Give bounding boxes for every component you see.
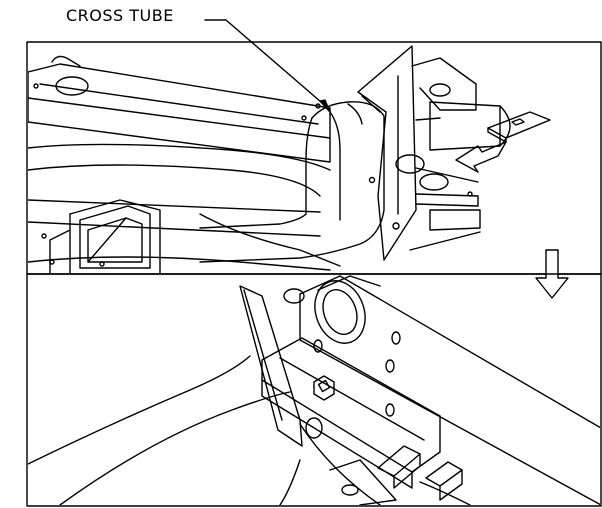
bottom-panel-frame — [26, 273, 602, 507]
receiver-hitch — [49, 199, 161, 273]
top-panel-frame — [26, 41, 602, 275]
right-mount — [395, 57, 511, 251]
cross-tube — [199, 101, 385, 263]
cross-tube-label: CROSS TUBE — [66, 6, 174, 25]
top-panel — [26, 41, 602, 275]
insert-arrow-icon — [455, 141, 507, 173]
lower-bracket — [239, 285, 323, 447]
bottom-panel — [26, 273, 602, 507]
channel-bracket — [261, 337, 441, 489]
frame-rail — [28, 55, 331, 163]
square-plate — [487, 111, 551, 143]
clamp-hooks — [329, 445, 471, 505]
bracket-plate — [357, 45, 417, 261]
cross-tube-lower — [299, 275, 600, 505]
lower-frame — [28, 143, 341, 271]
